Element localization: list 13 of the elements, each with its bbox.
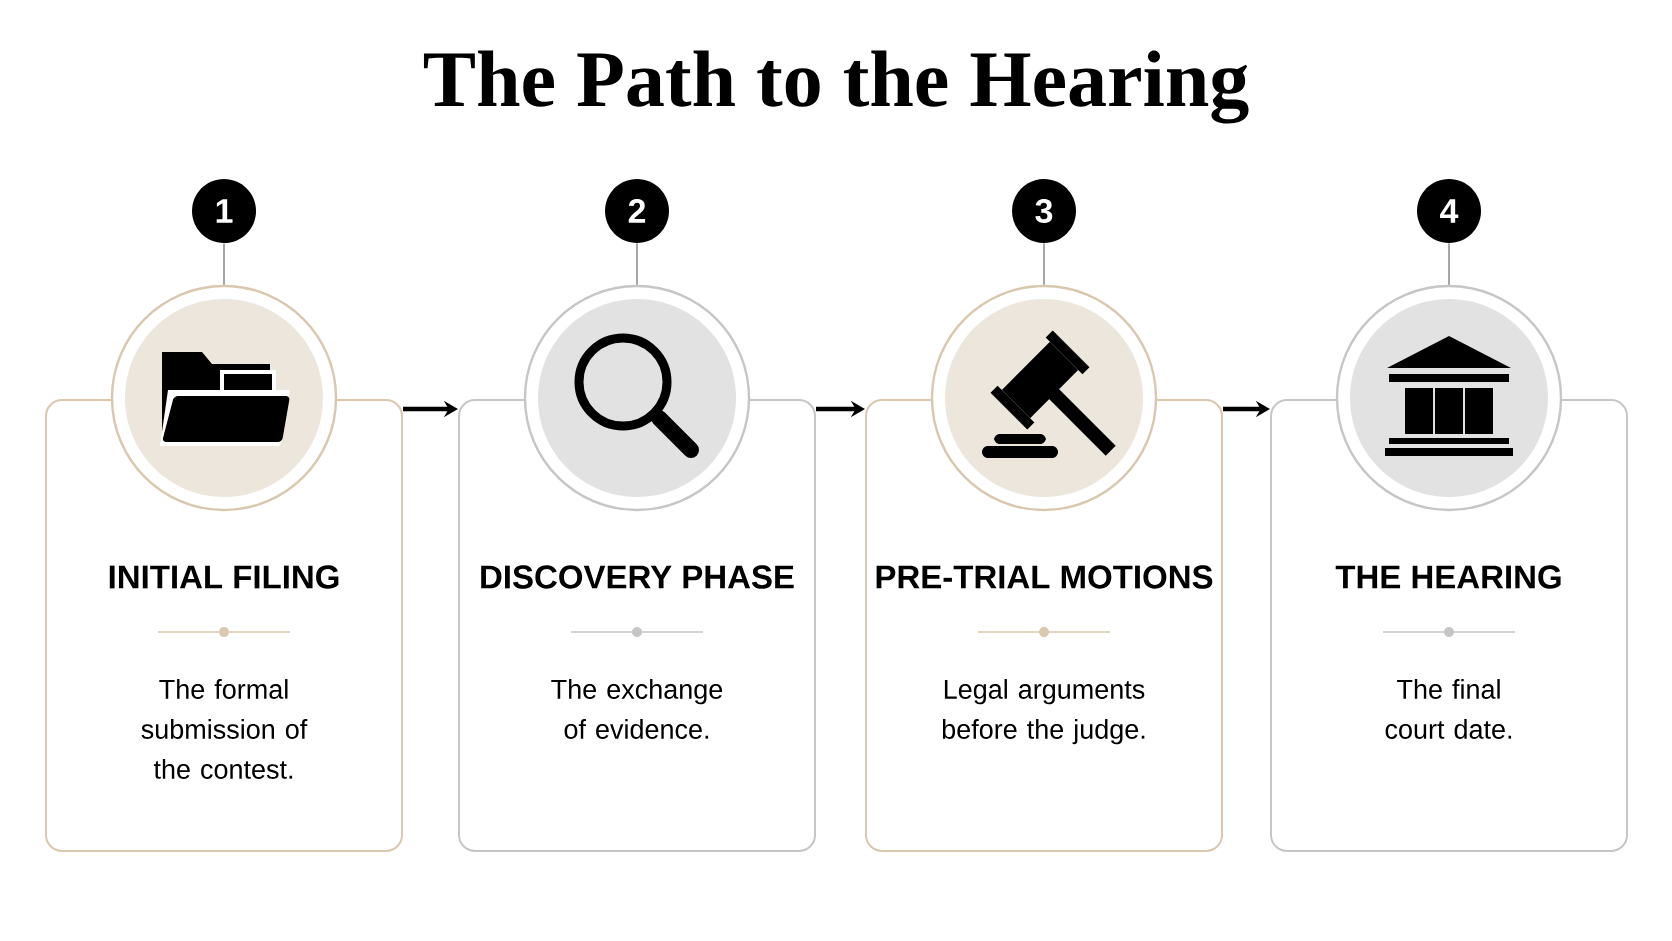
connector-line xyxy=(1448,242,1450,286)
card-description: Legal arguments before the judge. xyxy=(942,679,1145,745)
number-badge: 1 xyxy=(192,179,256,243)
connector-line xyxy=(223,242,225,286)
card-description: The final court date. xyxy=(1385,679,1512,739)
connector-line xyxy=(1043,242,1045,286)
card-description: The exchange of evidence. xyxy=(551,679,723,739)
number-badge: 3 xyxy=(1012,179,1076,243)
card-description: The formal submission of the contest. xyxy=(141,679,308,779)
number-badge: 2 xyxy=(605,179,669,243)
number-badge: 4 xyxy=(1417,179,1481,243)
title: The Path to the Hearing xyxy=(423,50,1249,124)
connector-line xyxy=(636,242,638,286)
